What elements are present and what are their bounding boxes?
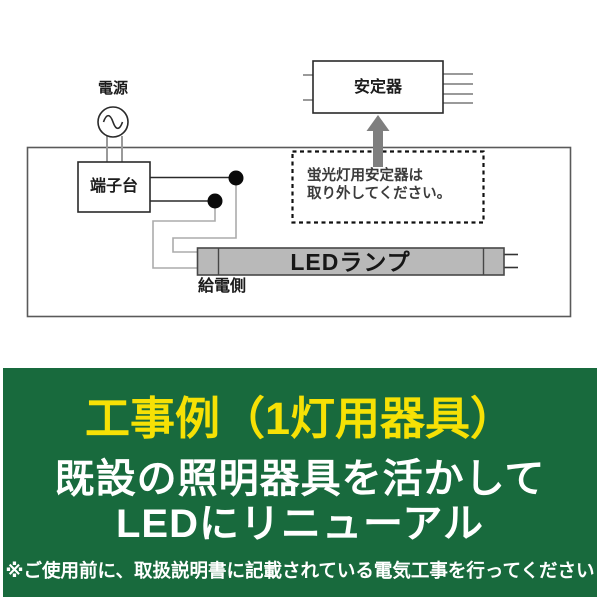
removal-note: 蛍光灯用安定器は 取り外してください。 bbox=[307, 167, 451, 203]
banner-line2: LEDにリニューアル bbox=[116, 502, 484, 546]
ballast-box bbox=[312, 60, 444, 114]
ballast-label: 安定器 bbox=[353, 79, 402, 96]
banner: 工事例（1灯用器具） 既設の照明器具を活かして LEDにリニューアル ※ご使用前… bbox=[3, 368, 597, 597]
banner-footnote: ※ご使用前に、取扱説明書に記載されている電気工事を行ってください bbox=[5, 560, 595, 581]
ballast-pins bbox=[303, 73, 473, 104]
removal-note-box bbox=[291, 150, 485, 224]
feed-wire bbox=[172, 184, 237, 253]
banner-title: 工事例（1灯用器具） bbox=[84, 393, 516, 444]
feed-wire bbox=[152, 207, 216, 269]
terminal-block-label: 端子台 bbox=[89, 178, 138, 195]
connection-dot bbox=[228, 170, 244, 186]
feed-side-label: 給電側 bbox=[198, 278, 247, 295]
removal-note-line1: 蛍光灯用安定器は bbox=[307, 168, 423, 184]
connection-dot bbox=[207, 193, 223, 209]
wiring-diagram bbox=[26, 60, 572, 318]
banner-line1: 既設の照明器具を活かして bbox=[54, 457, 546, 501]
led-lamp-label: LEDランプ bbox=[290, 249, 411, 275]
up-arrow-icon bbox=[366, 115, 390, 167]
led-tube bbox=[196, 247, 518, 276]
removal-note-line2: 取り外してください。 bbox=[307, 186, 452, 202]
terminal-block-box bbox=[77, 161, 151, 213]
power-source-label: 電源 bbox=[97, 80, 128, 97]
ac-source-icon bbox=[97, 106, 129, 138]
fixture-outline bbox=[26, 146, 572, 318]
